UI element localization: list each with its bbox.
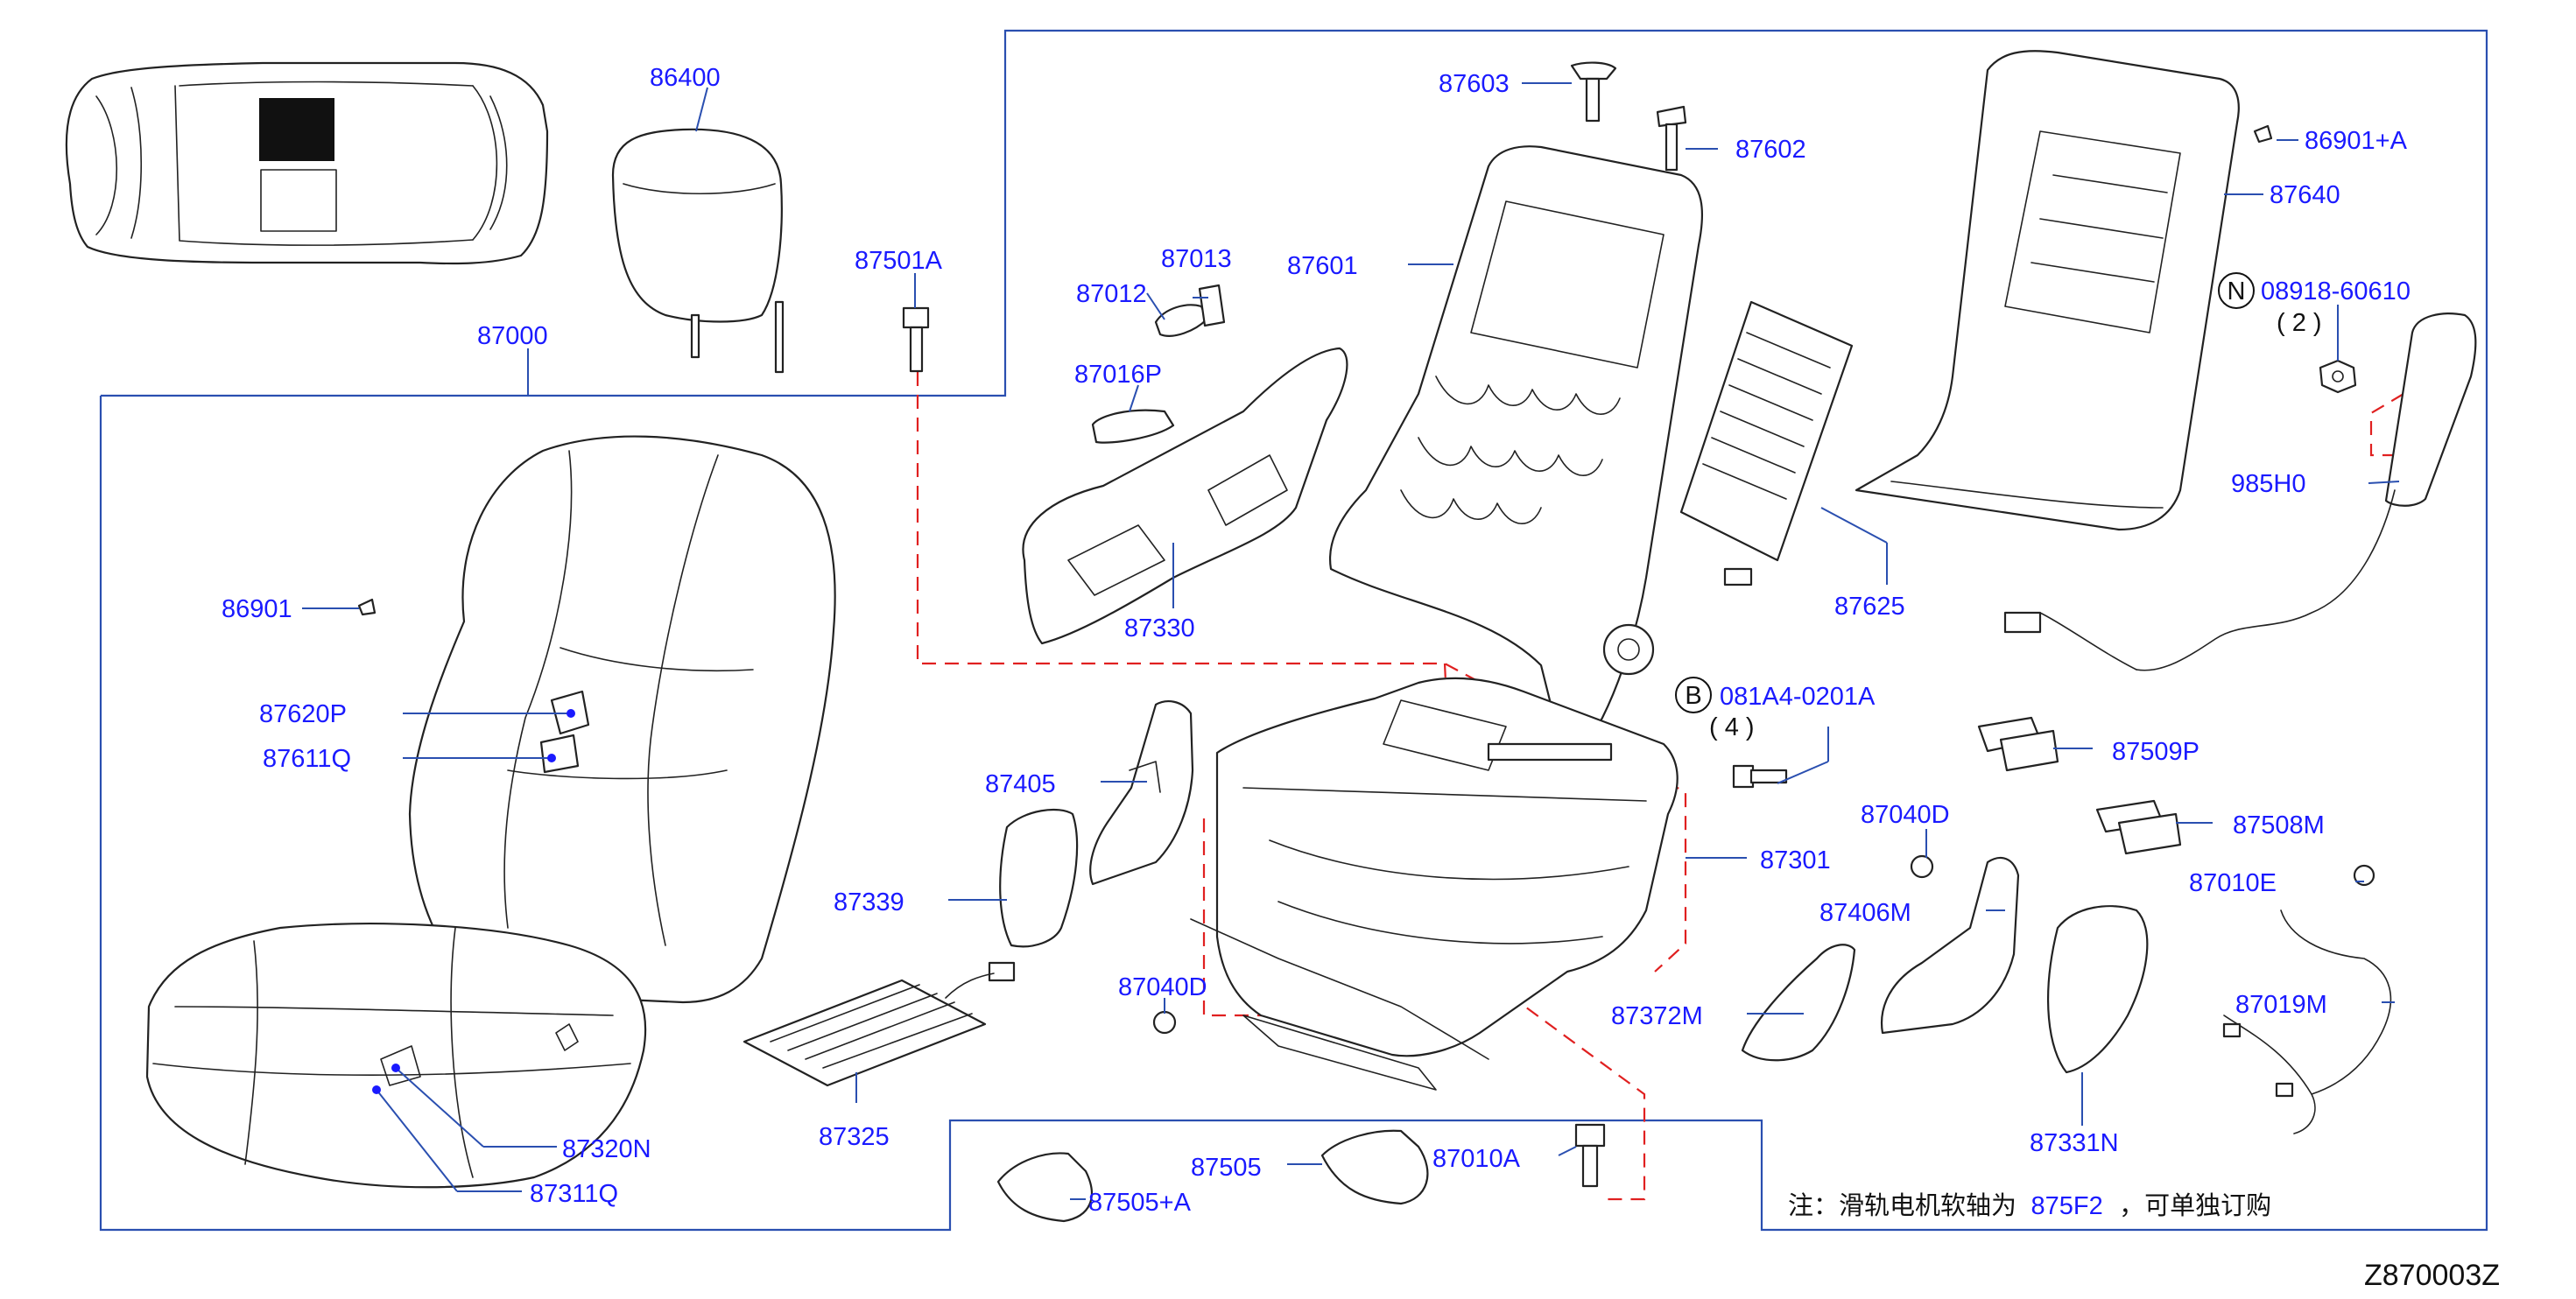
- knobs-87012-87013: [1154, 284, 1226, 337]
- seat-back-cover: [408, 435, 836, 1004]
- label-87339: 87339: [834, 888, 904, 916]
- airbag-module-985H0: [2003, 312, 2477, 671]
- label-87013: 87013: [1161, 245, 1232, 273]
- side-cover-87372M: [1741, 944, 1856, 1062]
- highlighted-seat-marker: [259, 98, 334, 161]
- heater-pad-87625: [1679, 300, 1854, 586]
- svg-text:B: B: [1685, 682, 1701, 710]
- label-87620P: 87620P: [259, 700, 347, 728]
- label-86901A: 86901+A: [2305, 127, 2408, 155]
- bolt-87010A: [1574, 1123, 1606, 1188]
- label-87010E: 87010E: [2189, 869, 2277, 897]
- label-87325: 87325: [819, 1123, 890, 1151]
- label-87603: 87603: [1439, 70, 1510, 98]
- label-86400: 86400: [650, 64, 721, 92]
- label-87040D-left: 87040D: [1118, 973, 1207, 1001]
- finisher-87330: [1022, 347, 1348, 645]
- headrest-86400: [611, 128, 785, 374]
- label-87505A: 87505+A: [1088, 1189, 1192, 1217]
- label-87602: 87602: [1735, 136, 1806, 164]
- label-87611Q: 87611Q: [263, 745, 351, 773]
- label-87016P: 87016P: [1074, 361, 1162, 389]
- note-text: 注：滑轨电机软轴为 875F2 ，可单独订购: [1788, 1190, 2271, 1220]
- cover-87505: [1320, 1129, 1429, 1205]
- assembly-frames: [99, 29, 2488, 1232]
- reference-dots: [372, 709, 575, 1094]
- pins-87603-87602: [1570, 61, 1687, 172]
- label-87320N: 87320N: [562, 1135, 651, 1163]
- label-985H0: 985H0: [2231, 470, 2305, 498]
- label-08918-60610: 08918-60610: [2261, 277, 2411, 305]
- leader-lines: [302, 82, 2400, 1200]
- label-87625: 87625: [1834, 593, 1905, 621]
- cover-87505A: [996, 1152, 1093, 1223]
- label-87601: 87601: [1287, 252, 1358, 280]
- heater-pad-87325: [743, 961, 1016, 1087]
- back-panel-87331N: [2047, 905, 2149, 1074]
- label-87405: 87405: [985, 770, 1056, 798]
- label-87010A: 87010A: [1432, 1145, 1521, 1173]
- qty-08918-60610: ( 2 ): [2277, 309, 2322, 337]
- bolt-081A4-0201A: [1732, 764, 1788, 789]
- label-87501A: 87501A: [855, 247, 943, 275]
- label-87012: 87012: [1076, 280, 1147, 308]
- bracket-87509P: [1977, 716, 2059, 772]
- seat-cushion-cover: [145, 923, 647, 1189]
- label-87509P: 87509P: [2112, 738, 2199, 766]
- wire-harness-87019M: [2222, 909, 2392, 1134]
- label-87330: 87330: [1124, 614, 1195, 642]
- label-87019M: 87019M: [2235, 991, 2327, 1019]
- label-87505: 87505: [1191, 1154, 1262, 1182]
- label-87331N: 87331N: [2030, 1129, 2119, 1157]
- label-87372M: 87372M: [1611, 1002, 1703, 1030]
- label-87040D-right: 87040D: [1861, 801, 1950, 829]
- side-cover-87406M: [1881, 856, 2020, 1035]
- note-prefix: 注：滑轨电机软轴为: [1788, 1190, 2016, 1220]
- bracket-87508M: [2095, 799, 2182, 855]
- label-87508M: 87508M: [2233, 811, 2325, 839]
- back-board-87640: [1855, 50, 2240, 531]
- note-part-ref: 875F2: [2031, 1192, 2102, 1220]
- note-suffix: ，可单独订购: [2119, 1190, 2271, 1220]
- label-87301: 87301: [1760, 846, 1831, 874]
- label-87406M: 87406M: [1819, 899, 1911, 927]
- label-87640: 87640: [2270, 181, 2340, 209]
- clip-86901: [357, 598, 377, 616]
- circled-symbol-b: B: [1675, 677, 1712, 713]
- label-86901: 86901: [222, 595, 292, 623]
- handle-87016P: [1091, 409, 1175, 444]
- svg-text:N: N: [2228, 277, 2246, 305]
- part-labels: 86400 87000 87501A 87603 87602 86901+A 8…: [222, 64, 2411, 1217]
- qty-081A4-0201A: ( 4 ): [1709, 713, 1755, 741]
- car-overview-image: [65, 61, 549, 265]
- side-cover-87405: [1089, 700, 1194, 886]
- bolt-87501A: [902, 306, 930, 373]
- label-87311Q: 87311Q: [530, 1180, 618, 1208]
- svg-text:注：滑轨电机软轴为 875F2 ，可: 注：滑轨电机软轴为 875F2 ，可单独订购: [1788, 1190, 2271, 1220]
- diagram-code: Z870003Z: [2364, 1259, 2500, 1292]
- label-87000: 87000: [477, 322, 548, 350]
- label-081A4-0201A: 081A4-0201A: [1720, 683, 1876, 711]
- seat-back-frame-87601: [1329, 145, 1704, 762]
- side-cover-87339: [999, 808, 1079, 948]
- clip-87010E: [2353, 864, 2375, 887]
- cushion-frame-87301: [1190, 677, 1679, 1091]
- circled-symbol-n: N: [2218, 272, 2255, 309]
- nut-08918-60610: [2319, 359, 2357, 394]
- clip-86901A: [2253, 124, 2273, 144]
